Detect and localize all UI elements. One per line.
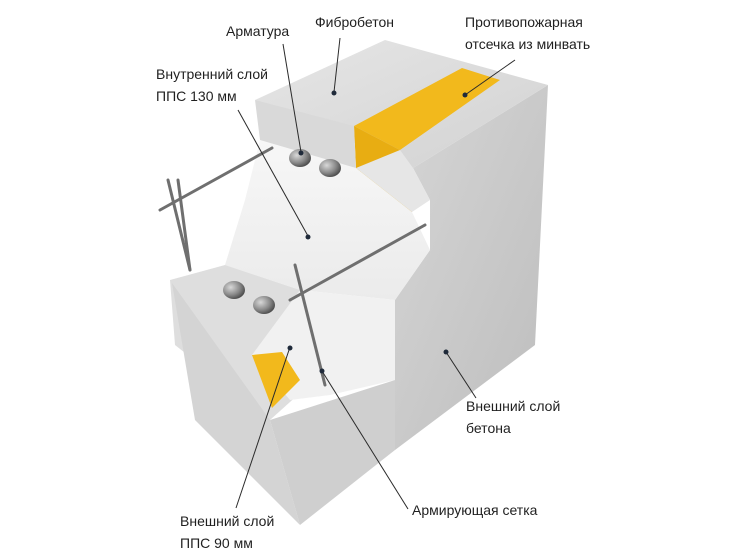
label-outer-concrete-line2: бетона <box>466 420 511 436</box>
outer-concrete-side <box>395 85 548 450</box>
label-mesh: Армирующая сетка <box>412 499 537 521</box>
inner-pps-layer <box>225 140 430 300</box>
label-mesh-text: Армирующая сетка <box>412 502 538 518</box>
label-outer-concrete-line1: Внешний слой <box>466 398 561 414</box>
label-outer-concrete: Внешний слой бетона <box>466 395 560 439</box>
label-fire-cut-line2: отсечка из минвать <box>465 36 591 52</box>
label-outer-pps: Внешний слой ППС 90 мм <box>180 510 274 554</box>
mineral-wool-top <box>354 68 500 150</box>
label-outer-pps-line1: Внешний слой <box>180 513 275 529</box>
label-fibrobeton-text: Фибробетон <box>315 14 395 30</box>
inner-pps-right <box>356 150 430 212</box>
mineral-wool-bottom <box>252 352 300 408</box>
label-outer-pps-line2: ППС 90 мм <box>180 535 253 551</box>
label-fibrobeton: Фибробетон <box>315 11 394 33</box>
label-armatura-text: Арматура <box>226 23 290 39</box>
reinforcing-mesh <box>158 146 427 387</box>
rebar-end-icon <box>223 149 341 314</box>
label-armatura: Арматура <box>226 20 289 42</box>
marker-dots <box>287 90 468 374</box>
label-fire-cut-line1: Противопожарная <box>465 14 583 30</box>
outer-concrete-bottom-front <box>270 380 395 525</box>
label-fire-cut: Противопожарная отсечка из минвать <box>465 11 590 55</box>
lower-front-face <box>172 283 300 525</box>
leader-lines <box>235 37 516 510</box>
label-inner-pps-line1: Внутренний слой <box>156 66 268 82</box>
label-inner-pps: Внутренний слой ППС 130 мм <box>156 63 268 107</box>
label-inner-pps-line2: ППС 130 мм <box>156 88 237 104</box>
